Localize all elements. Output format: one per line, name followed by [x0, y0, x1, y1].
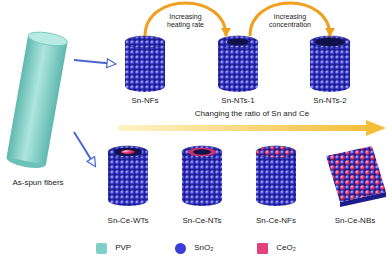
structure-label: Sn-NTs-1 — [221, 96, 254, 106]
legend-item: SnO₂ — [175, 243, 213, 254]
transform-arrow — [74, 60, 115, 64]
process-note: Changing the ratio of Sn and Ce — [118, 109, 386, 119]
structure-node: Sn-NTs-2 — [300, 36, 360, 106]
structure-node: Sn-Ce-NTs — [169, 140, 235, 226]
legend-swatch — [257, 243, 268, 254]
structure-label: As-spun fibers — [12, 178, 63, 188]
structure-label: Sn-NTs-2 — [313, 96, 346, 106]
sn-ce-wts-drawing — [108, 146, 148, 206]
structure-node: As-spun fibers — [2, 28, 74, 188]
sn-nfs-drawing — [125, 36, 165, 92]
structure-label: Sn-Ce-NFs — [256, 216, 296, 226]
structure-label: Sn-Ce-WTs — [108, 216, 149, 226]
structure-node: Sn-Ce-NFs — [243, 140, 309, 226]
sn-ce-nfs-drawing — [256, 146, 296, 206]
legend-swatch — [175, 243, 186, 254]
ratio-arrow — [118, 120, 386, 136]
legend: PVP SnO₂ CeO₂ — [0, 240, 392, 256]
legend-text: SnO₂ — [194, 243, 213, 253]
fiber-drawing — [5, 30, 68, 171]
sn-nts-2-drawing — [310, 36, 350, 92]
legend-item: CeO₂ — [257, 243, 296, 254]
arrow-label: Increasing heating rate — [162, 13, 210, 29]
legend-item: PVP — [96, 243, 131, 254]
structure-label: Sn-NFs — [131, 96, 158, 106]
process-arrow — [250, 3, 330, 36]
sn-ce-nbs-drawing — [326, 146, 386, 207]
sn-ce-nts-drawing — [182, 146, 222, 206]
structure-node: Sn-NFs — [115, 36, 175, 106]
structure-node: Sn-NTs-1 — [208, 36, 268, 106]
arrow-label: Increasing concentration — [266, 13, 314, 29]
sn-nts-1-drawing — [218, 36, 258, 92]
structure-node: Sn-Ce-WTs — [95, 140, 161, 226]
transform-arrow — [74, 132, 95, 166]
structure-label: Sn-Ce-NBs — [335, 216, 375, 226]
structure-label: Sn-Ce-NTs — [182, 216, 221, 226]
legend-swatch — [96, 243, 107, 254]
legend-text: CeO₂ — [276, 243, 296, 253]
structure-node: Sn-Ce-NBs — [320, 140, 390, 226]
process-arrow — [145, 3, 226, 36]
legend-text: PVP — [115, 243, 131, 253]
